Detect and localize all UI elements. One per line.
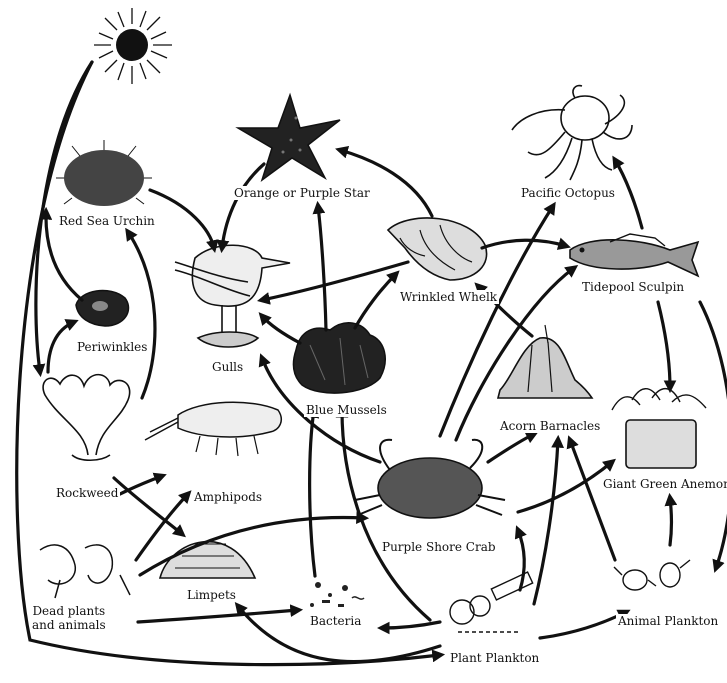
purple-shore-crab-icon: [354, 438, 506, 519]
arrow-mussels-to-whelk: [353, 270, 400, 330]
label-pacific-octopus: Pacific Octopus: [519, 186, 617, 200]
energy-flow-arrows: [15, 60, 727, 667]
arrow-plant-plankton-to-animal-plankton: [538, 609, 631, 640]
label-red-sea-urchin: Red Sea Urchin: [57, 214, 157, 228]
arrow-urchin-to-gulls: [148, 188, 219, 253]
arrow-star-to-gulls: [216, 162, 266, 254]
label-animal-plankton: Animal Plankton: [616, 614, 721, 628]
arrow-dead-to-amphipods: [134, 490, 192, 562]
animal-plankton-icon: [613, 559, 691, 591]
octopus-icon: [511, 84, 633, 181]
arrow-crab-to-sculpin: [454, 264, 579, 442]
label-orange-purple-star: Orange or Purple Star: [232, 186, 372, 200]
label-limpets: Limpets: [185, 588, 238, 602]
label-rockweed: Rockweed: [54, 486, 121, 500]
arrow-crab-to-anemone: [516, 458, 616, 514]
arrow-plant-plankton-to-barnacles: [532, 434, 565, 606]
arrow-rockweed-to-amphipods: [116, 472, 167, 497]
arrow-crab-to-barnacles: [486, 431, 539, 464]
bacteria-icon: [310, 582, 365, 607]
label-purple-shore-crab: Purple Shore Crab: [380, 540, 498, 554]
arrow-plant-plankton-to-crab: [514, 525, 527, 592]
label-blue-mussels: Blue Mussels: [304, 403, 389, 417]
label-gulls: Gulls: [210, 360, 246, 374]
arrow-whelk-to-gulls: [256, 260, 410, 305]
arrow-whelk-to-sculpin: [480, 237, 571, 250]
label-bacteria: Bacteria: [308, 614, 364, 628]
arrow-plant-plankton-to-bacteria: [376, 620, 442, 635]
label-giant-green-anemone: Giant Green Anemone: [601, 477, 727, 491]
label-wrinkled-whelk: Wrinkled Whelk: [398, 290, 500, 304]
label-acorn-barnacles: Acorn Barnacles: [498, 419, 603, 433]
arrow-mussels-to-gulls: [258, 312, 302, 345]
arrow-animal-plankton-to-barnacles: [566, 435, 617, 562]
arrow-sculpin-to-anemone: [656, 300, 677, 394]
wrinkled-whelk-icon: [386, 217, 488, 281]
plant-plankton-icon: [449, 571, 534, 633]
gull-icon: [174, 244, 291, 348]
acorn-barnacles-icon: [496, 324, 594, 399]
sun-icon: [94, 8, 172, 84]
label-amphipods: Amphipods: [192, 490, 265, 504]
dead-plants-animals-icon: [39, 544, 131, 599]
label-dead-plants-animals: Dead plants and animals: [30, 604, 108, 632]
sculpin-icon: [569, 233, 700, 278]
label-tidepool-sculpin: Tidepool Sculpin: [580, 280, 687, 294]
amphipod-icon: [144, 401, 282, 457]
arrow-dead-to-bacteria: [136, 604, 304, 624]
arrow-animal-plankton-to-anemone: [664, 492, 678, 547]
arrow-dead-to-crab: [138, 511, 370, 577]
rockweed-icon: [42, 373, 131, 462]
arrow-rockweed-to-periwinkles: [46, 319, 79, 374]
arrow-sculpin-to-octopus: [612, 155, 644, 230]
blue-mussels-icon: [292, 322, 386, 394]
arrow-sun-to-plant-plankton: [15, 60, 446, 667]
periwinkle-icon: [75, 289, 130, 327]
arrow-sculpin-to-animal-plankton: [698, 300, 727, 573]
arrow-plant-plankton-to-limpets: [234, 602, 442, 664]
arrow-whelk-to-star: [335, 145, 434, 218]
arrow-bacteria-to-mussels: [306, 404, 320, 578]
arrow-periwinkles-to-urchin: [39, 206, 84, 302]
label-periwinkles: Periwinkles: [75, 340, 150, 354]
arrow-rockweed-to-limpets: [112, 476, 186, 538]
arrow-mussels-to-star: [312, 200, 328, 332]
arrow-rockweed-to-urchin: [125, 227, 157, 400]
red-sea-urchin-icon: [56, 140, 152, 206]
sea-star-icon: [235, 92, 341, 182]
label-plant-plankton: Plant Plankton: [448, 651, 542, 665]
arrow-crab-to-gulls: [258, 353, 382, 464]
arrow-crab-to-octopus: [438, 201, 556, 438]
limpet-icon: [158, 540, 257, 579]
anemone-icon: [611, 388, 707, 469]
